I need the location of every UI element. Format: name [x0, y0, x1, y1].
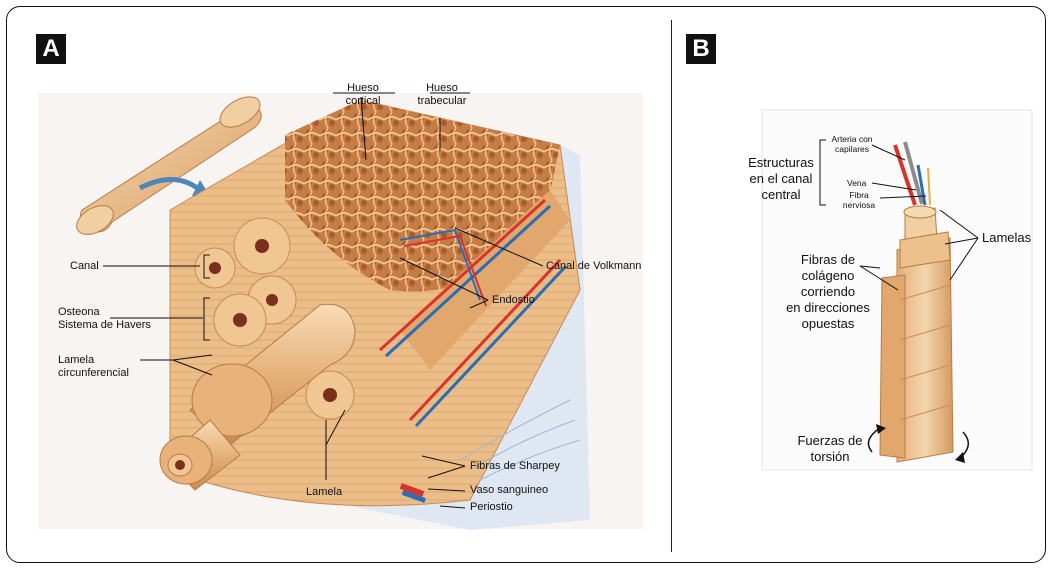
label-lamela: Lamela: [306, 486, 342, 499]
label-vena: Vena: [847, 178, 866, 188]
label-vaso-sanguineo: Vaso sanguineo: [470, 484, 548, 497]
label-endostio: Endostio: [492, 294, 535, 307]
label-lamelas: Lamelas: [982, 230, 1031, 246]
label-periostio: Periostio: [470, 501, 513, 514]
label-fibras-sharpey: Fibras de Sharpey: [470, 460, 560, 473]
label-canal-volkmann: Canal de Volkmann: [546, 260, 641, 273]
label-canal: Canal: [70, 260, 99, 273]
